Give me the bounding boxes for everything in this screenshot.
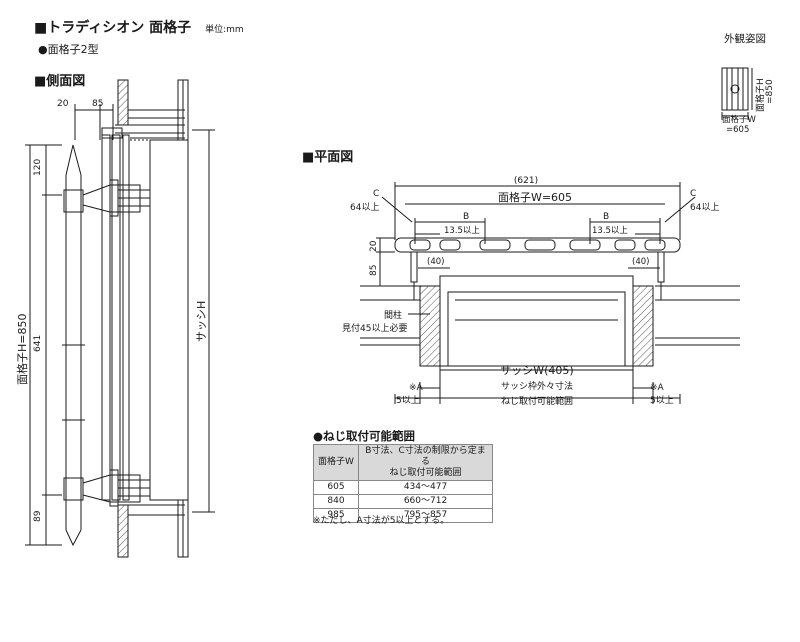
row-w: 605 (313, 480, 359, 495)
plan-view-drawing (360, 182, 740, 404)
table-note: ※ただし、A寸法が5以上とする。 (313, 516, 450, 526)
screw-table-heading: ●ねじ取付可能範囲 (313, 429, 416, 443)
title-text: ■トラディシオン 面格子 (34, 20, 192, 36)
col-grille-w: 面格子W (313, 444, 359, 481)
col-screw-range-line1: B寸法、C寸法の制限から定まる (365, 446, 486, 467)
plan-c-min-left: 64以上 (350, 202, 379, 213)
side-dim-20: 20 (57, 99, 69, 109)
table-row: 985 795〜857 (313, 508, 493, 523)
exterior-w-value: =605 (726, 125, 749, 135)
row-range: 434〜477 (358, 480, 493, 495)
page-title: ■トラディシオン 面格子 単位:mm (34, 17, 244, 37)
exterior-h-label: 面格子H (754, 78, 766, 112)
plan-c-min-right: 64以上 (690, 202, 719, 213)
side-view-heading: ■側面図 (34, 74, 86, 89)
side-dim-120: 120 (33, 159, 43, 176)
plan-c-right: C (690, 189, 696, 199)
model-subtitle: ●面格子2型 (38, 43, 99, 56)
side-dim-85: 85 (92, 99, 103, 109)
table-row: 605 434〜477 (313, 480, 493, 495)
plan-b-right: B (603, 212, 609, 222)
plan-dim-20: 20 (369, 240, 379, 252)
col-screw-range-line2: ねじ取付可能範囲 (389, 468, 462, 478)
col-screw-range: B寸法、C寸法の制限から定まる ねじ取付可能範囲 (358, 444, 493, 481)
table-row: 840 660〜712 (313, 494, 493, 509)
plan-w-label: 面格子W=605 (498, 190, 572, 204)
side-dim-641: 641 (33, 335, 43, 352)
side-dim-h: 面格子H=850 (15, 314, 29, 385)
exterior-h-value: =850 (765, 79, 775, 104)
plan-dim-40-right: (40) (632, 257, 649, 267)
plan-b-left: B (463, 212, 469, 222)
plan-view-heading: ■平面図 (302, 150, 354, 165)
row-w: 840 (313, 494, 359, 509)
plan-a-left: ※A (409, 383, 424, 393)
plan-dim-40-left: (40) (427, 257, 444, 267)
plan-dim-621: (621) (514, 176, 538, 186)
plan-sash-w: サッシW(405) (500, 364, 573, 377)
side-dim-89: 89 (33, 510, 43, 522)
exterior-w-label: 面格子W (722, 114, 757, 125)
table-header-row: 面格子W B寸法、C寸法の制限から定まる ねじ取付可能範囲 (313, 444, 493, 481)
plan-b-min-right: 13.5以上 (592, 226, 628, 236)
plan-a-right: ※A (650, 383, 665, 393)
plan-sash-outer: サッシ枠外々寸法 (501, 380, 573, 392)
side-sash-h: サッシH (195, 301, 208, 342)
plan-screw-range: ねじ取付可能範囲 (501, 395, 573, 407)
plan-post-note: 見付45以上必要 (342, 322, 407, 334)
screw-range-table: 面格子W B寸法、C寸法の制限から定まる ねじ取付可能範囲 605 434〜47… (313, 444, 493, 523)
exterior-view-heading: 外観姿図 (724, 33, 766, 45)
exterior-view-drawing (721, 67, 753, 120)
side-view-drawing (25, 79, 215, 558)
plan-a-min-right: 5以上 (650, 395, 674, 406)
plan-a-min-left: 5以上 (396, 395, 420, 406)
plan-b-min-left: 13.5以上 (444, 226, 480, 236)
plan-dim-85: 85 (369, 265, 379, 276)
row-range: 795〜857 (358, 508, 493, 523)
plan-post-label: 間柱 (384, 309, 402, 321)
row-range: 660〜712 (358, 494, 493, 509)
plan-c-left: C (373, 189, 379, 199)
unit-label: 単位:mm (205, 25, 244, 35)
